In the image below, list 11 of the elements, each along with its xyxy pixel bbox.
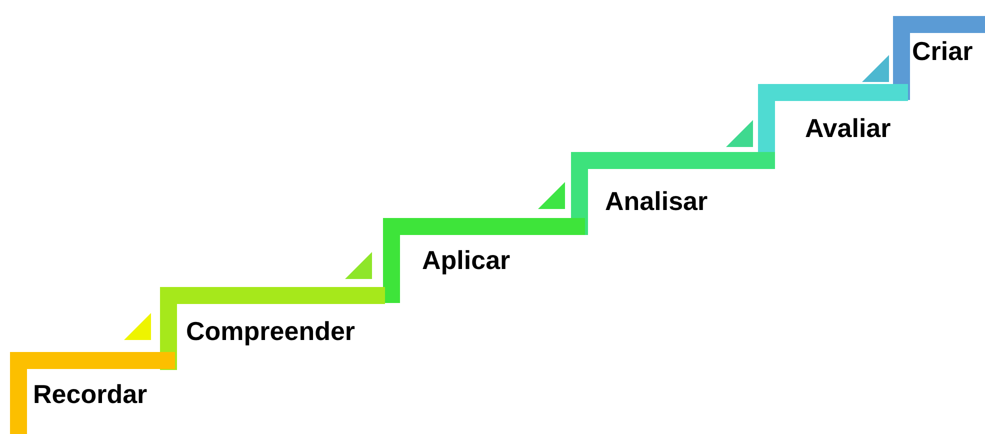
step-label: Recordar (33, 379, 148, 409)
step-label: Criar (912, 36, 973, 66)
stair-step (160, 287, 385, 370)
stair-step (893, 16, 985, 100)
step-label: Aplicar (422, 245, 510, 275)
stair-step (571, 152, 775, 235)
step-label: Compreender (186, 316, 356, 346)
stair-step (383, 218, 585, 303)
stair-step (10, 352, 175, 434)
step-label: Analisar (605, 186, 708, 216)
step-label: Avaliar (805, 113, 891, 143)
